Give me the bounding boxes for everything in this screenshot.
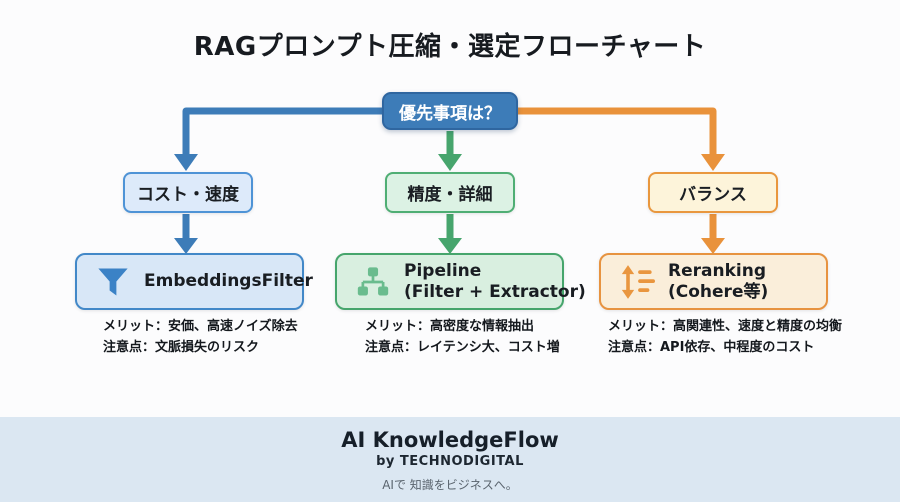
brand-name: AI KnowledgeFlow [341,428,559,452]
brand-byline: by TECHNODIGITAL [376,454,524,469]
footer-banner: AI KnowledgeFlow by TECHNODIGITAL AIで 知識… [0,417,900,502]
notes-balance: メリット：高関連性、速度と精度の均衡 注意点：API依存、中程度のコスト [608,316,842,358]
page-title: RAGプロンプト圧縮・選定フローチャート [193,32,707,62]
caution-precision-detail: 注意点：レイテンシ大、コスト増 [365,340,560,355]
condition-balance-label: バランス [679,185,747,205]
funnel-icon [98,268,128,295]
arrowhead-balance-solution [701,238,725,254]
merit-cost-speed: メリット：安価、高速ノイズ除去 [103,319,298,334]
decision-node: 優先事項は？ [382,92,518,130]
condition-precision-detail: 精度・詳細 [385,172,515,213]
condition-precision-detail-label: 精度・詳細 [407,185,493,205]
solution-reranking: Reranking (Cohere等) [599,253,828,310]
merit-balance: メリット：高関連性、速度と精度の均衡 [608,319,843,334]
sort-icon [621,264,655,299]
solution-embeddings-filter: EmbeddingsFilter [75,253,313,310]
arrowhead-cost-solution [174,238,198,254]
caution-cost-speed: 注意点：文脈損失のリスク [103,340,260,355]
solution-embeddings-filter-label: EmbeddingsFilter [144,271,313,291]
solution-pipeline-label: Pipeline (Filter + Extractor) [404,260,586,302]
condition-balance: バランス [648,172,778,213]
solution-reranking-label: Reranking (Cohere等) [668,260,769,302]
decision-label: 優先事項は？ [399,103,501,124]
arrowhead-precision-branch [438,154,462,171]
arrowhead-balance-branch [701,154,725,171]
caution-balance: 注意点：API依存、中程度のコスト [608,340,815,355]
sitemap-icon [357,266,389,295]
notes-precision-detail: メリット：高密度な情報抽出 注意点：レイテンシ大、コスト増 [365,316,560,358]
arrowhead-precision-solution [438,238,462,254]
solution-pipeline: Pipeline (Filter + Extractor) [335,253,586,310]
connector-balance-branch [517,107,717,156]
merit-precision-detail: メリット：高密度な情報抽出 [365,319,535,334]
arrowhead-cost-branch [174,154,198,171]
notes-cost-speed: メリット：安価、高速ノイズ除去 注意点：文脈損失のリスク [103,316,298,358]
brand-tagline: AIで 知識をビジネスへ。 [382,478,518,492]
connector-cost-branch [182,107,383,156]
condition-cost-speed: コスト・速度 [123,172,253,213]
condition-cost-speed-label: コスト・速度 [137,185,239,205]
